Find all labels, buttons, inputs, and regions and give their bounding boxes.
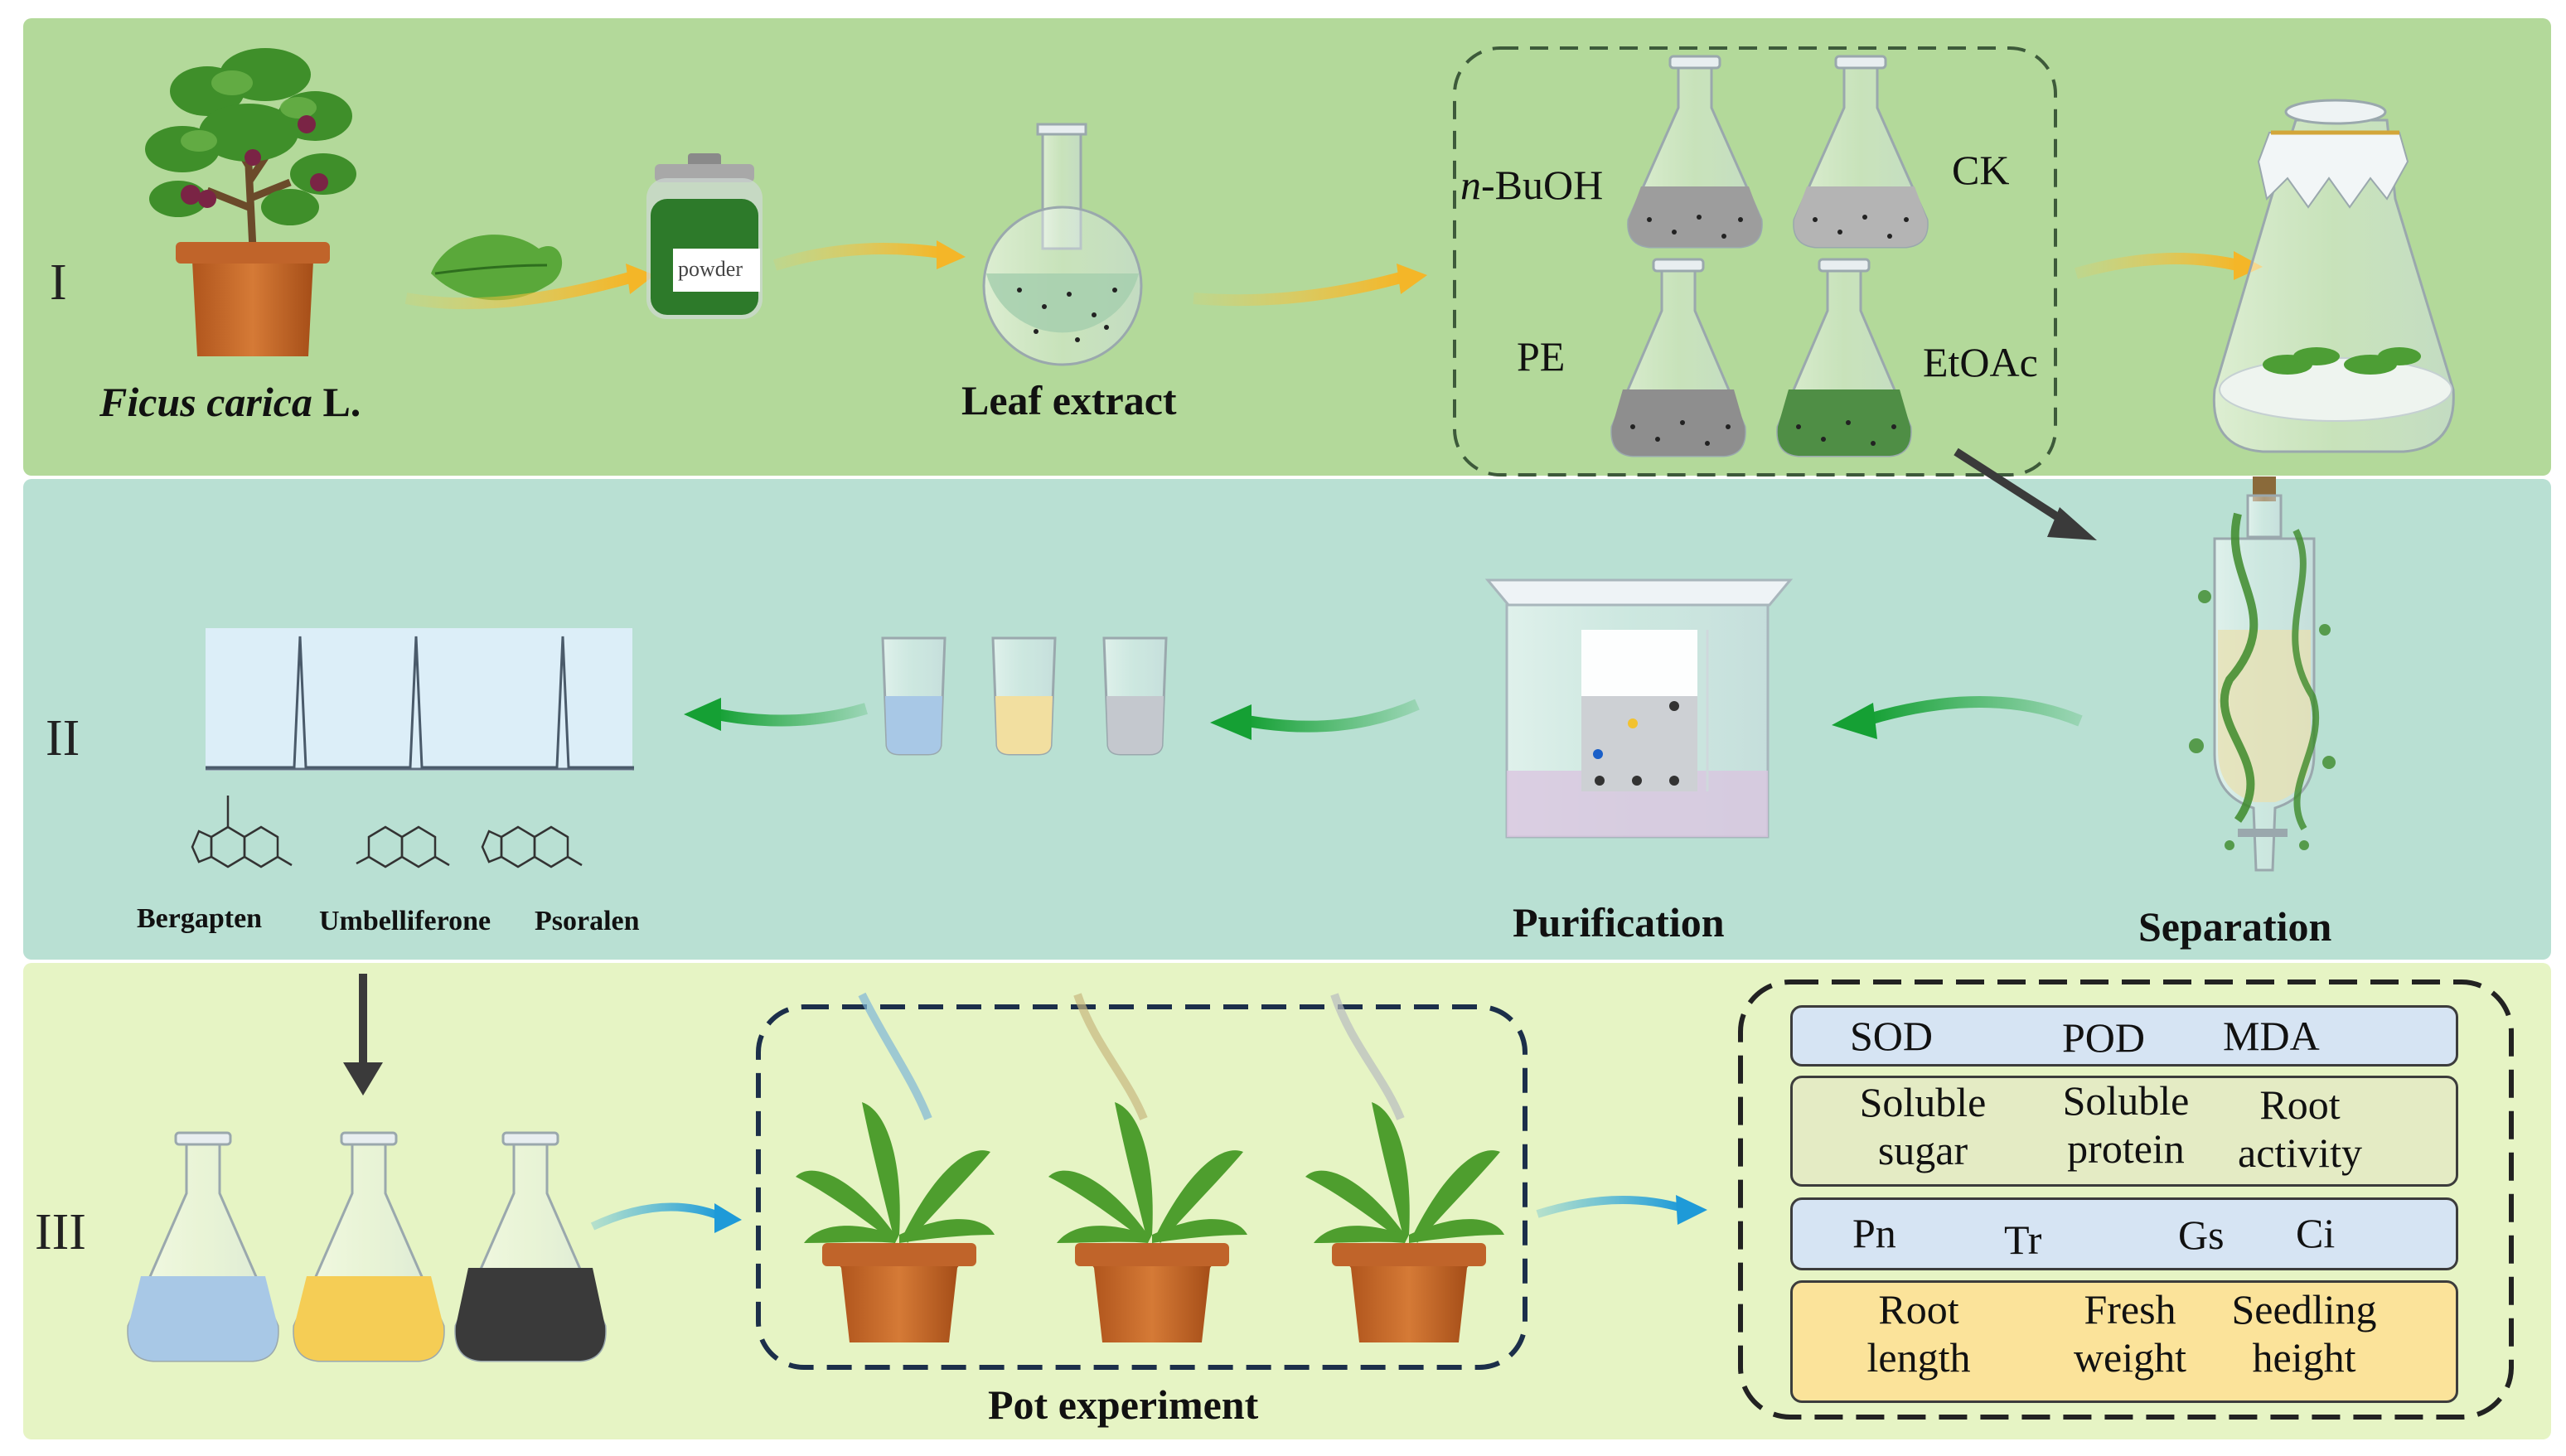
param-pod: POD xyxy=(2062,1014,2146,1061)
powder-jar-icon xyxy=(646,153,763,319)
param-root-length-line: Root length xyxy=(1866,1286,1971,1381)
param-fresh-weight: Fresh weight xyxy=(2047,1286,2213,1381)
param-ci: Ci xyxy=(2296,1210,2336,1256)
tlc-tank-icon xyxy=(1484,578,1794,839)
yellow-arrow-2 xyxy=(772,243,942,271)
green-arrow-3 xyxy=(715,703,868,727)
param-gs: Gs xyxy=(2178,1212,2225,1258)
green-arrow-1 xyxy=(1867,696,2083,727)
beaker-icon xyxy=(1102,636,1168,756)
param-row-2 xyxy=(1790,1076,2458,1187)
conical-flask-icon xyxy=(1776,258,1912,457)
stage-label-2: II xyxy=(46,710,80,767)
jar-label: powder xyxy=(678,257,743,281)
param-soluble-protein-line: Soluble protein xyxy=(2062,1077,2190,1172)
stage-label-1: I xyxy=(50,254,67,311)
param-row-3 xyxy=(1790,1197,2458,1270)
param-soluble-protein: Soluble protein xyxy=(2043,1077,2209,1173)
yellow-arrow-4 xyxy=(2075,253,2239,279)
conical-flask-icon xyxy=(1793,55,1929,249)
solvent-group-box xyxy=(1453,46,2057,476)
plant-authority: L. xyxy=(322,379,361,425)
plant-species: Ficus carica xyxy=(99,379,312,425)
conical-flask-icon xyxy=(293,1131,445,1362)
solvent-label-ck: CK xyxy=(1952,147,2010,193)
param-soluble-sugar: Soluble sugar xyxy=(1844,1079,2002,1174)
param-seedling-height-line: Seedling height xyxy=(2231,1286,2377,1381)
dark-arrow-1 xyxy=(1954,447,2075,530)
pot-experiment-box xyxy=(756,1004,1527,1370)
potted-plant-icon xyxy=(796,992,995,1342)
fig-tree-icon xyxy=(145,48,356,356)
param-root-activity-line: Root activity xyxy=(2238,1081,2362,1176)
green-arrow-2 xyxy=(1246,699,1420,733)
yellow-arrow-1 xyxy=(404,272,632,310)
param-root-activity: Root activity xyxy=(2217,1081,2383,1177)
leaf-icon xyxy=(431,235,563,301)
potted-plant-icon xyxy=(1048,993,1247,1342)
culture-flask-icon xyxy=(2212,99,2455,453)
beaker-icon xyxy=(881,636,947,756)
parameter-box xyxy=(1738,980,2514,1420)
param-row-1 xyxy=(1790,1005,2458,1067)
param-pn: Pn xyxy=(1852,1210,1896,1256)
beaker-icon xyxy=(991,636,1057,756)
stage-label-3: III xyxy=(35,1204,86,1260)
separation-label: Separation xyxy=(2138,903,2332,950)
compound-label-bergapten: Bergapten xyxy=(137,903,263,934)
solvent-label-nbuoh: n-BuOH xyxy=(1460,164,1603,206)
potted-plant-icon xyxy=(1305,993,1504,1342)
pot-experiment-label: Pot experiment xyxy=(988,1381,1259,1428)
round-flask-icon xyxy=(982,123,1143,366)
leaf-extract-label: Leaf extract xyxy=(961,377,1177,423)
param-seedling-height: Seedling height xyxy=(2213,1286,2395,1381)
conical-flask-icon xyxy=(1610,258,1746,457)
solvent-label-etoac: EtOAc xyxy=(1923,339,2038,385)
conical-flask-icon xyxy=(1627,55,1763,249)
param-soluble-sugar-line: Soluble sugar xyxy=(1859,1079,1987,1173)
plant-name-label: Ficus carica L. xyxy=(99,381,361,423)
solvent-nbuoh-rest: -BuOH xyxy=(1481,162,1604,208)
stage-band-1 xyxy=(23,18,2551,476)
molecular-structures xyxy=(191,796,583,868)
param-root-length: Root length xyxy=(1836,1286,2002,1381)
param-sod: SOD xyxy=(1850,1013,1934,1059)
conical-flask-icon xyxy=(454,1131,607,1362)
separation-column-icon xyxy=(2189,476,2336,872)
compound-label-umbelliferone: Umbelliferone xyxy=(319,906,491,936)
yellow-arrow-3 xyxy=(1193,272,1402,307)
blue-arrow-1 xyxy=(590,1202,723,1231)
purification-label: Purification xyxy=(1513,899,1725,946)
param-tr: Tr xyxy=(2004,1217,2042,1263)
solvent-label-pe: PE xyxy=(1517,333,1566,380)
chromatogram-icon xyxy=(206,628,634,771)
blue-arrow-2 xyxy=(1536,1196,1684,1218)
conical-flask-icon xyxy=(127,1131,279,1362)
param-row-4 xyxy=(1790,1280,2458,1403)
param-fresh-weight-line: Fresh weight xyxy=(2073,1286,2187,1381)
param-mda: MDA xyxy=(2223,1013,2320,1059)
solvent-nbuoh-prefix: n xyxy=(1460,162,1481,208)
compound-label-psoralen: Psoralen xyxy=(535,906,640,936)
